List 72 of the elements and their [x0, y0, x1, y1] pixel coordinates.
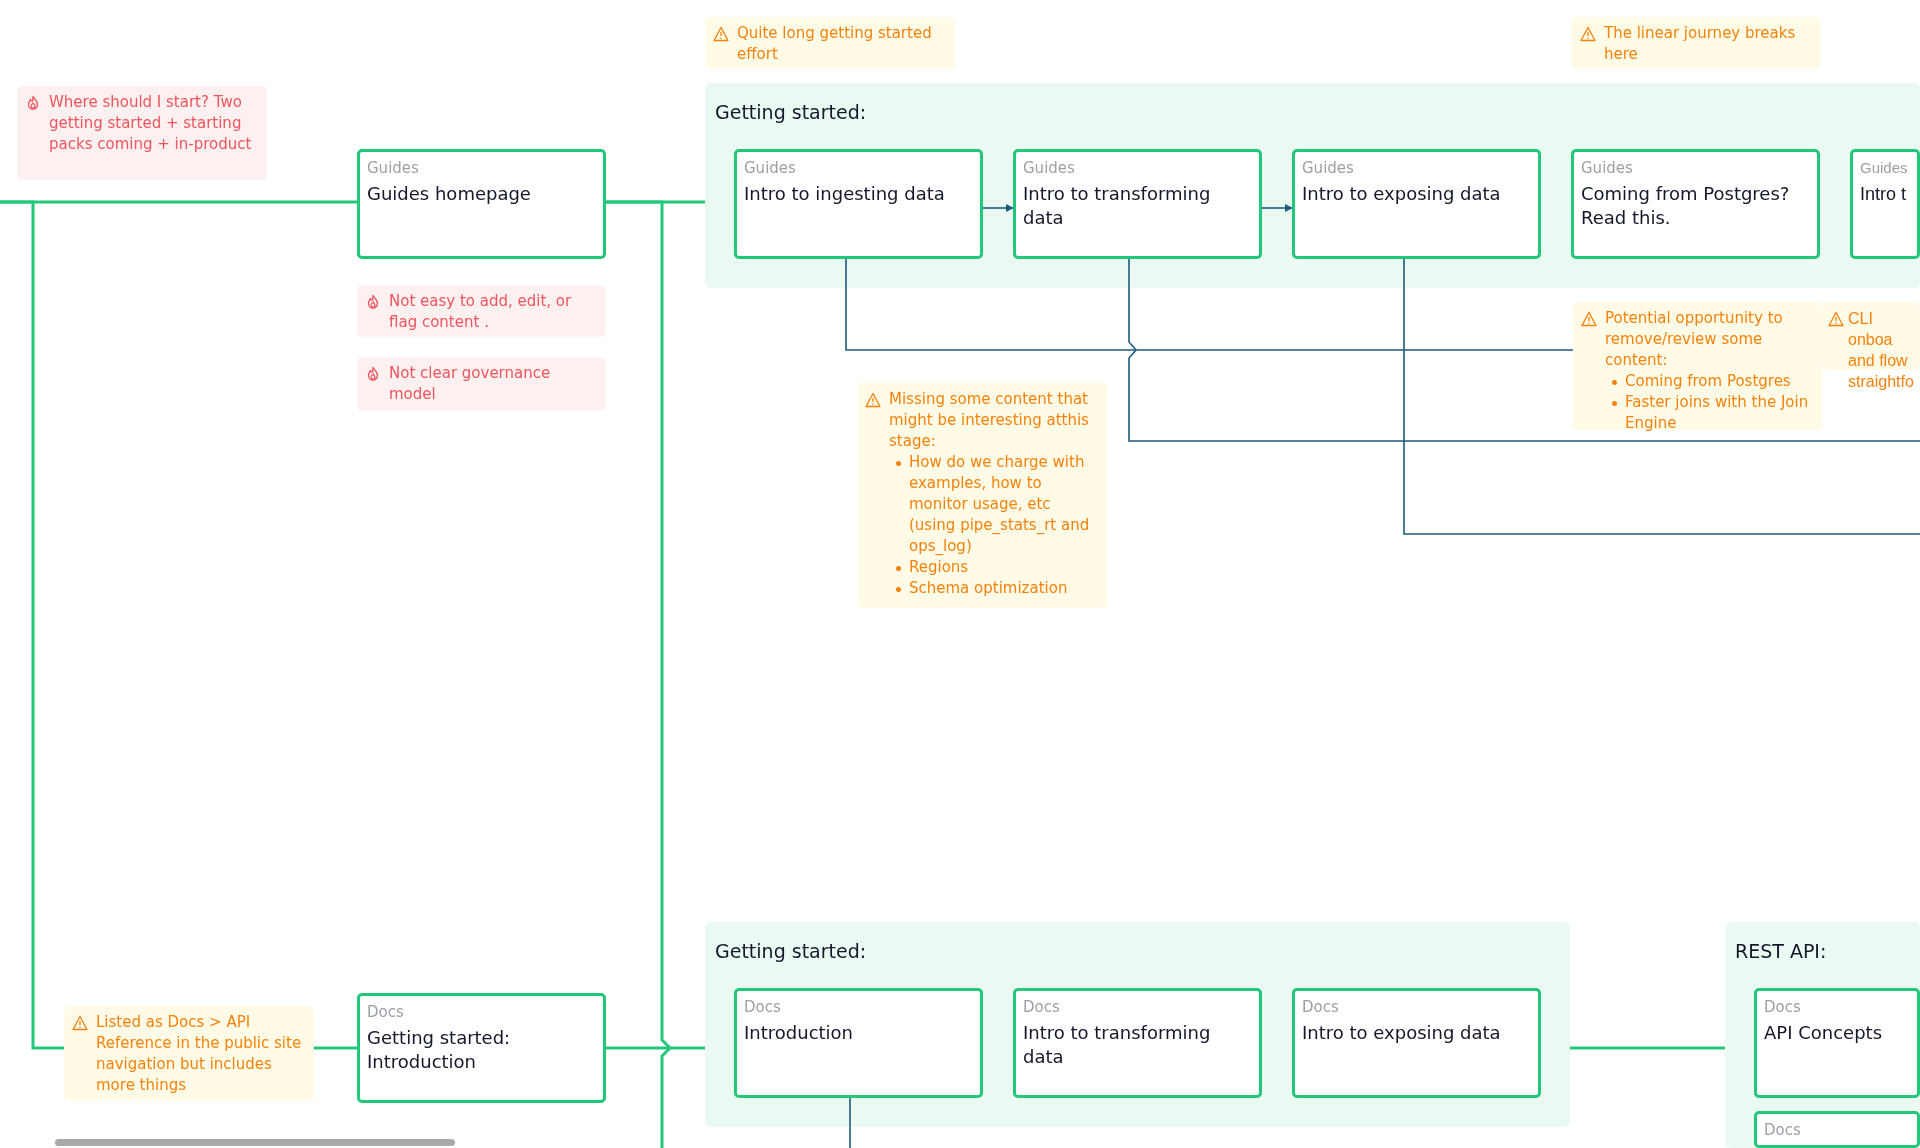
category-label: Guides — [1302, 158, 1355, 178]
page-title: Intro to transforming data — [1023, 182, 1212, 230]
page-title: Intro to transforming data — [1023, 1021, 1212, 1069]
page-title: Intro to ingesting data — [744, 182, 946, 206]
page-title: Coming from Postgres? Read this. — [1581, 182, 1791, 230]
bullet-item: Coming from Postgres — [1625, 371, 1816, 392]
category-label: Docs — [1764, 1120, 1802, 1140]
page-title: Getting started: Introduction — [367, 1026, 512, 1074]
note-text: The linear journey breaks here — [1604, 23, 1797, 65]
warning-note — [705, 17, 955, 69]
note-text: CLI onboa and flow straightfo — [1848, 309, 1915, 392]
category-label: Docs — [1764, 997, 1802, 1017]
group-panel — [705, 922, 1570, 1127]
page-card — [1013, 149, 1262, 259]
category-label: Guides — [367, 158, 420, 178]
connector-line — [845, 258, 1574, 351]
arrow — [1261, 204, 1293, 212]
page-card — [357, 149, 606, 259]
group-panel — [705, 83, 1920, 288]
category-label: Guides — [1581, 158, 1634, 178]
category-label: Docs — [367, 1002, 405, 1022]
bullet-item: Regions — [909, 557, 1101, 578]
page-card — [734, 988, 983, 1098]
connector-line — [606, 1046, 705, 1050]
page-title: Intro to exposing data — [1302, 1021, 1502, 1045]
note-text: Potential opportunity to remove/review some content: — [1605, 308, 1784, 371]
bullet-item: Schema optimization — [909, 578, 1101, 599]
issue-note — [357, 285, 606, 337]
note-text: Not easy to add, edit, or flag content . — [389, 291, 573, 333]
page-card — [1292, 149, 1541, 259]
page-title: Introduction — [744, 1021, 854, 1045]
warning-note — [64, 1006, 314, 1100]
group-title: REST API: — [1735, 940, 1827, 962]
group-panel — [1725, 922, 1920, 1148]
page-card — [734, 149, 983, 259]
category-label: Docs — [744, 997, 782, 1017]
note-text: Not clear governance model — [389, 363, 552, 405]
page-card — [1292, 988, 1541, 1098]
page-card — [1754, 1111, 1920, 1148]
note-text: Listed as Docs > API Reference in the public site navigation but includes more things — [96, 1012, 303, 1096]
page-title: API Concepts — [1764, 1021, 1884, 1045]
bullet-item: Faster joins with the Join Engine — [1625, 392, 1816, 434]
connector-line — [606, 200, 673, 1148]
category-label: Guides — [1860, 158, 1909, 178]
note-text: Quite long getting started effort — [737, 23, 933, 65]
page-card — [1850, 149, 1920, 259]
warning-note — [1573, 302, 1822, 430]
note-text: Where should I start? Two getting started + starting packs coming + in-product — [49, 92, 253, 155]
issue-note — [357, 357, 606, 411]
page-card — [357, 993, 606, 1103]
page-title: Guides homepage — [367, 182, 532, 206]
category-label: Docs — [1023, 997, 1061, 1017]
connector-line — [1570, 1046, 1725, 1050]
page-card — [1754, 988, 1920, 1098]
bullet-item: How do we charge with examples, how to monitor usage, etc (using pipe_stats_rt and ops_log) — [909, 452, 1101, 557]
group-title: Getting started: — [715, 101, 867, 123]
page-card — [1571, 149, 1820, 259]
group-title: Getting started: — [715, 940, 867, 962]
warning-note — [1572, 17, 1820, 69]
category-label: Guides — [744, 158, 797, 178]
arrow — [982, 204, 1014, 212]
page-card — [1013, 988, 1262, 1098]
warning-note — [857, 383, 1107, 608]
note-text: Missing some content that might be interesting atthis stage: — [889, 389, 1090, 452]
connector-line — [849, 1097, 851, 1148]
page-title: Intro to exposing data — [1302, 182, 1502, 206]
category-label: Guides — [1023, 158, 1076, 178]
connector-line — [1128, 258, 1920, 442]
connector-line — [1403, 258, 1920, 535]
page-title: Intro t — [1860, 183, 1908, 206]
issue-note — [17, 86, 267, 180]
category-label: Docs — [1302, 997, 1340, 1017]
